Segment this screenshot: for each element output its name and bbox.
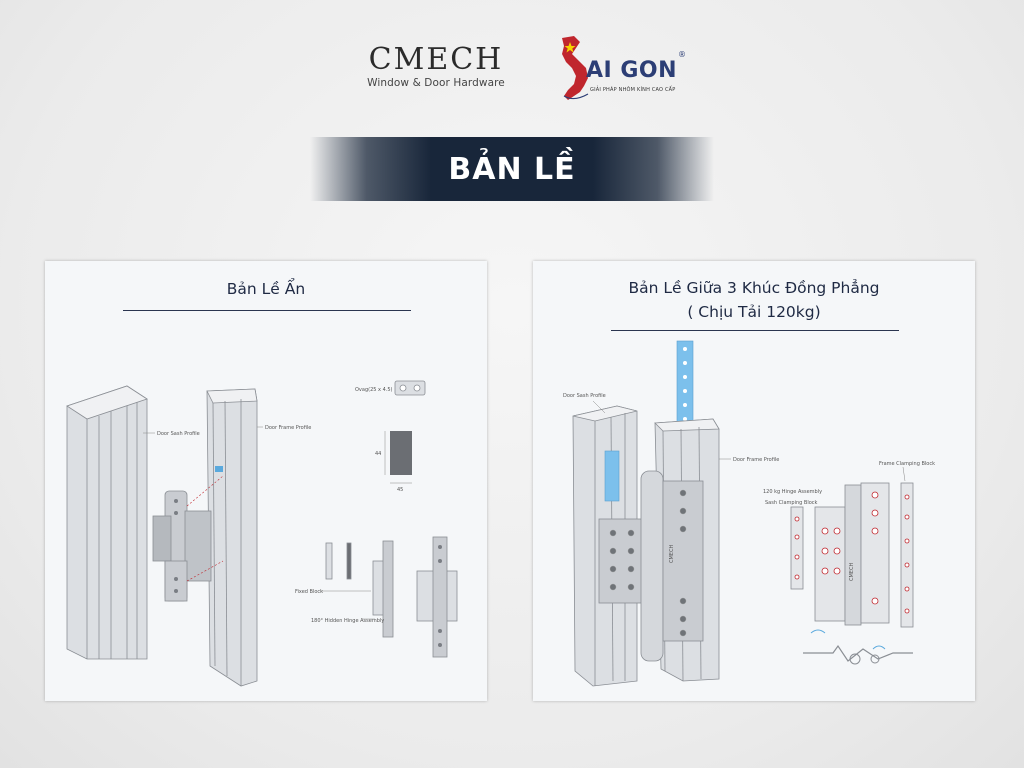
registered-mark: ® <box>678 50 686 59</box>
title-underline <box>123 310 411 311</box>
card-title-line2: ( Chịu Tải 120kg) <box>687 303 821 321</box>
flush-hinge-drawing: CMECH Door Sash Profile Door Frame Profi… <box>563 340 935 687</box>
dimension-bottom-label: 45 <box>397 487 403 493</box>
saigon-logo: AI GON ® GIẢI PHÁP NHÔM KÍNH CAO CẤP <box>550 30 700 110</box>
saigon-logo-tagline: GIẢI PHÁP NHÔM KÍNH CAO CẤP <box>590 87 676 93</box>
cmech-logo: CMECH Window & Door Hardware <box>356 44 516 90</box>
vietnam-map-icon <box>562 36 589 100</box>
cmech-logo-tagline: Window & Door Hardware <box>367 77 505 89</box>
title-underline <box>611 330 899 331</box>
logo-bar: CMECH Window & Door Hardware AI GON ® GI… <box>0 30 1024 110</box>
hinge-mark-label: CMECH <box>669 545 675 563</box>
frame-clamping-block-label: Frame Clamping Block <box>879 461 935 467</box>
sash-clamping-block-label: Sash Clamping Block <box>765 500 818 506</box>
card-title: Bản Lề Ẩn <box>226 280 306 298</box>
flush-hinge-card: Bản Lề Giữa 3 Khúc Đồng Phẳng ( Chịu Tải… <box>533 261 975 701</box>
hinge-assembly-label: 120 kg Hinge Assembly <box>763 489 822 495</box>
dimension-side-label: 44 <box>375 451 381 457</box>
saigon-logo-name: AI GON <box>586 58 678 83</box>
sash-profile-label: Door Sash Profile <box>563 393 606 399</box>
cmech-logo-name: CMECH <box>368 42 504 77</box>
frame-profile-label: Door Frame Profile <box>733 457 779 463</box>
banner-title: BẢN LỀ <box>448 151 576 187</box>
title-banner: BẢN LỀ <box>310 137 714 201</box>
hidden-hinge-drawing: Door Sash Profile Door Frame Profile Ova… <box>66 380 458 687</box>
hinge-assembly-label: 180° Hidden Hinge Assembly <box>311 618 384 624</box>
dimension-label: Ovag(25 x 4.5) <box>355 387 393 393</box>
hidden-hinge-card: Bản Lề Ẩn <box>45 261 487 701</box>
card-title-line1: Bản Lề Giữa 3 Khúc Đồng Phẳng <box>628 279 880 297</box>
sash-profile-label: Door Sash Profile <box>157 431 200 437</box>
fixed-block-label: Fixed Block <box>295 589 323 595</box>
detail-hinge-mark-label: CMECH <box>849 563 855 581</box>
frame-profile-label: Door Frame Profile <box>265 425 311 431</box>
